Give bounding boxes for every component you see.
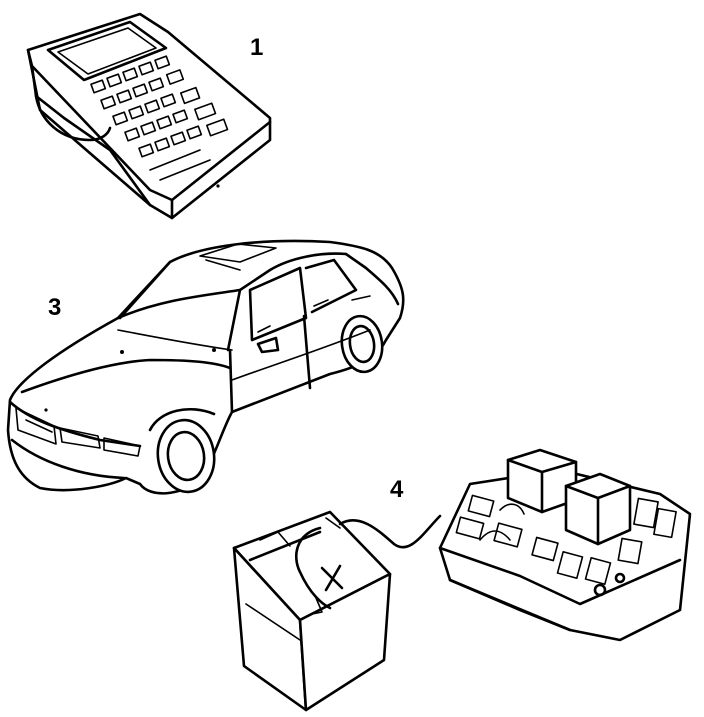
label-connection: 4 bbox=[390, 476, 404, 503]
label-car: 3 bbox=[48, 294, 62, 321]
battery-icon bbox=[232, 510, 392, 712]
diagnostic-tester-icon bbox=[26, 12, 272, 220]
label-tester: 1 bbox=[250, 34, 264, 61]
control-unit-icon bbox=[438, 448, 692, 642]
connection-cable-icon bbox=[338, 514, 442, 549]
car-icon bbox=[6, 239, 405, 495]
